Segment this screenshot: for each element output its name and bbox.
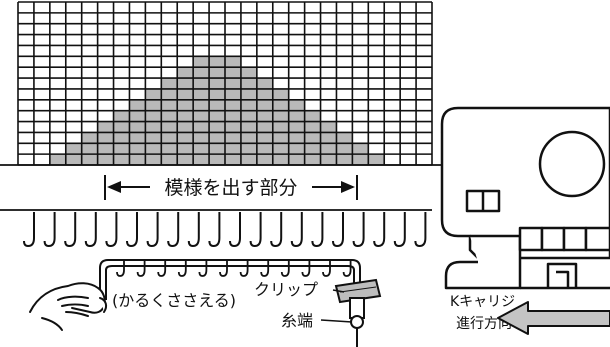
wire-hook bbox=[219, 260, 228, 277]
needle-hook bbox=[249, 212, 262, 248]
pattern-chart bbox=[17, 1, 433, 166]
wire-hook bbox=[177, 260, 187, 277]
needle-hook bbox=[332, 212, 344, 248]
pattern-area-label: 模様を出す部分 bbox=[164, 177, 297, 199]
hand-icon bbox=[29, 282, 108, 331]
needle-hook bbox=[187, 212, 200, 248]
holding-wire bbox=[99, 259, 361, 300]
wire-hook bbox=[301, 260, 311, 277]
knitting-machine-icon bbox=[440, 106, 610, 290]
wire-hook bbox=[342, 260, 352, 277]
needle-hook bbox=[414, 212, 427, 248]
motif-row bbox=[129, 99, 305, 111]
direction-arrow-icon bbox=[497, 301, 610, 335]
wire-hook bbox=[136, 260, 146, 277]
wire-hook bbox=[116, 260, 125, 277]
wire-hook bbox=[322, 260, 331, 277]
needle-hook bbox=[146, 212, 159, 248]
needle-hook bbox=[393, 212, 406, 248]
wire-hook bbox=[198, 260, 208, 277]
needle-hook bbox=[23, 212, 35, 248]
chart-grid-lines bbox=[17, 1, 433, 166]
needle-hook bbox=[270, 212, 283, 248]
support-lightly-label: (かるくささえる) bbox=[112, 291, 236, 310]
needle-hook bbox=[208, 212, 221, 248]
motif-row bbox=[193, 56, 241, 68]
motif-row bbox=[113, 110, 321, 122]
carriage-label: Kキャリジ bbox=[450, 294, 515, 310]
wire-hook bbox=[260, 260, 270, 277]
clip-leader-line bbox=[332, 289, 345, 293]
motif-row bbox=[81, 132, 353, 144]
motif-row bbox=[177, 67, 257, 79]
needle-hooks-long bbox=[23, 212, 427, 248]
needle-hooks-short bbox=[116, 260, 352, 277]
needle-hook bbox=[373, 212, 386, 248]
needle-hook bbox=[105, 212, 118, 248]
wire-hook bbox=[157, 260, 167, 277]
needle-hook bbox=[311, 212, 324, 248]
needle-hook bbox=[43, 212, 56, 248]
yarn-end-leader-line bbox=[320, 319, 353, 323]
motif-row bbox=[97, 121, 337, 133]
direction-label: 進行方向 bbox=[456, 316, 512, 332]
clip-label: クリップ bbox=[254, 280, 318, 299]
needle-hook bbox=[290, 212, 303, 248]
motif-row bbox=[49, 154, 385, 165]
needle-hook bbox=[167, 212, 180, 248]
pattern-width-marker: 模様を出す部分 bbox=[104, 175, 358, 200]
needle-hook bbox=[64, 212, 77, 248]
needle-hook bbox=[352, 212, 365, 248]
needle-hook bbox=[229, 212, 241, 248]
clip-icon bbox=[334, 278, 382, 347]
motif-row bbox=[161, 78, 273, 89]
yarn-end-label: 糸端 bbox=[281, 311, 313, 330]
needle-hook bbox=[126, 212, 138, 248]
wire-hook bbox=[239, 260, 249, 277]
chart-motif-shading bbox=[49, 56, 385, 165]
needle-hook bbox=[84, 212, 97, 248]
motif-row bbox=[145, 88, 289, 100]
motif-row bbox=[65, 143, 369, 155]
wire-hook bbox=[280, 260, 290, 277]
